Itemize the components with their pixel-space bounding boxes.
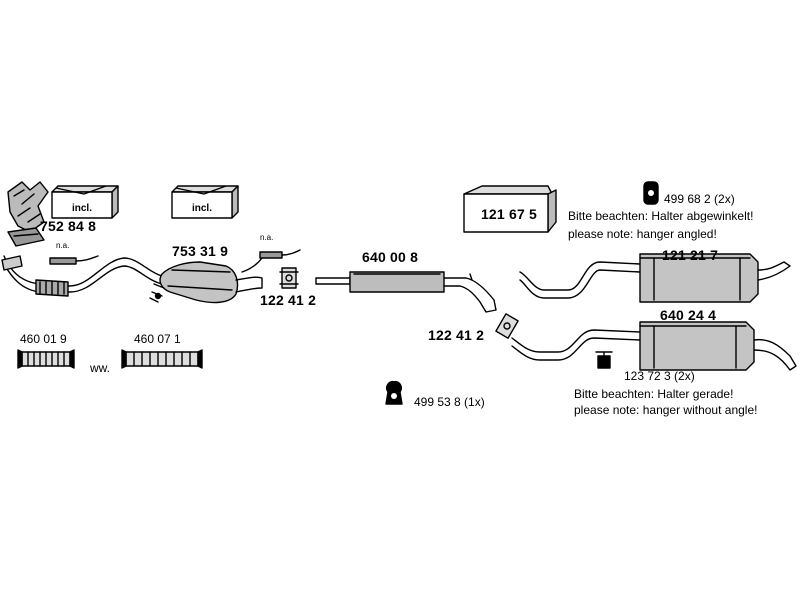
catalyst-incl-label: incl. bbox=[191, 203, 212, 214]
note-angled-english: please note: hanger angled! bbox=[568, 227, 717, 241]
clamp-2-icon bbox=[495, 313, 519, 339]
note-angled-german: Bitte beachten: Halter abgewinkelt! bbox=[568, 209, 754, 223]
hanger-middle-icon bbox=[385, 380, 403, 405]
manifold-incl-label: incl. bbox=[71, 203, 92, 214]
manifold-incl-box-icon bbox=[51, 185, 119, 219]
catalytic-converter-icon bbox=[149, 261, 263, 304]
kit-box-part-number: 121 67 5 bbox=[480, 206, 538, 222]
flex-pipe-1-icon bbox=[17, 349, 75, 369]
middle-silencer-part-number: 640 00 8 bbox=[362, 249, 419, 265]
hanger-straight-part-number: 123 72 3 (2x) bbox=[624, 369, 695, 383]
manifold-part-number: 752 84 8 bbox=[40, 218, 97, 234]
rear-silencer-angled-part-number: 121 21 7 bbox=[662, 247, 719, 263]
catalyst-incl-box-icon bbox=[171, 185, 239, 219]
front-pipe-icon bbox=[1, 255, 163, 297]
flex-pipe-2-part-number: 460 07 1 bbox=[134, 332, 181, 346]
catalyst-na-label: n.a. bbox=[260, 233, 274, 242]
flex-pipe-2-icon bbox=[121, 349, 203, 369]
hanger-straight-icon bbox=[595, 351, 613, 369]
flex-pipe-ww-label: ww. bbox=[90, 361, 111, 375]
rear-silencer-straight-icon bbox=[511, 321, 797, 371]
clamp-1-icon bbox=[279, 267, 299, 289]
hanger-middle-part-number: 499 53 8 (1x) bbox=[414, 395, 485, 409]
hanger-angled-icon bbox=[643, 181, 659, 205]
rear-silencer-angled-icon bbox=[519, 253, 791, 303]
clamp-2-part-number: 122 41 2 bbox=[428, 327, 485, 343]
note-straight-german: Bitte beachten: Halter gerade! bbox=[574, 387, 734, 401]
rear-silencer-straight-part-number: 640 24 4 bbox=[660, 307, 717, 323]
lambda-sensor-rear-icon bbox=[241, 249, 301, 273]
manifold-na-label: n.a. bbox=[56, 241, 70, 250]
middle-silencer-icon bbox=[315, 271, 497, 313]
flex-pipe-1-part-number: 460 01 9 bbox=[20, 332, 67, 346]
clamp-1-part-number: 122 41 2 bbox=[260, 292, 317, 308]
kit-box-icon bbox=[463, 185, 557, 233]
exhaust-manifold-icon bbox=[7, 181, 49, 247]
note-straight-english: please note: hanger without angle! bbox=[574, 403, 758, 417]
catalyst-part-number: 753 31 9 bbox=[172, 243, 229, 259]
lambda-sensor-front-icon bbox=[49, 255, 99, 265]
hanger-angled-part-number: 499 68 2 (2x) bbox=[664, 192, 735, 206]
